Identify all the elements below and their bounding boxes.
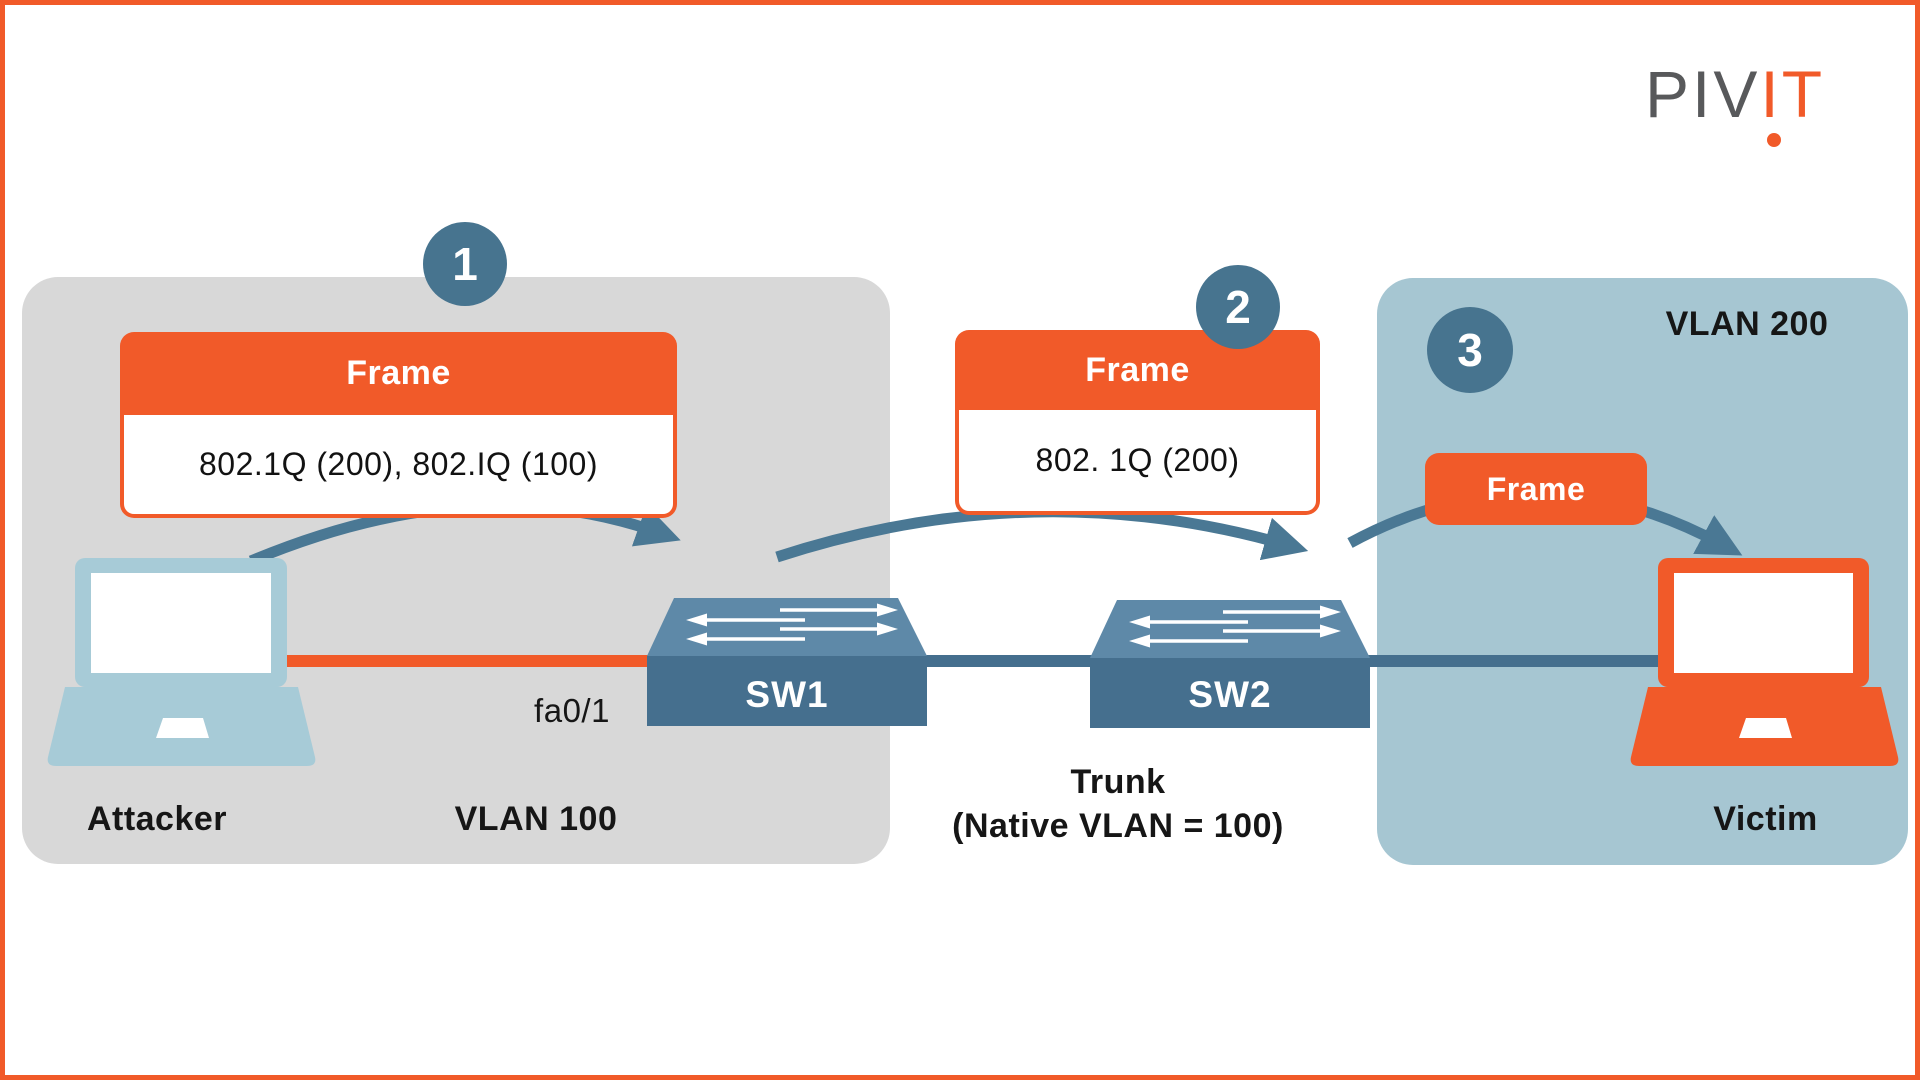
pivit-logo: PIVIT: [1645, 61, 1825, 147]
step-badge-1: 1: [423, 222, 507, 306]
trunk-label-line2: (Native VLAN = 100): [952, 807, 1284, 845]
logo-dot-icon: [1767, 133, 1781, 147]
frame1-body: 802.1Q (200), 802.IQ (100): [120, 415, 677, 518]
trunk-label: Trunk (Native VLAN = 100): [903, 760, 1333, 848]
vlan100-label: VLAN 100: [454, 800, 618, 838]
step-badge-2: 2: [1196, 265, 1280, 349]
step-badge-3: 3: [1427, 307, 1513, 393]
link-sw2-victim: [1360, 655, 1670, 667]
frame2-header: Frame: [955, 330, 1320, 410]
link-attacker-sw1: [275, 655, 655, 667]
attacker-label: Attacker: [86, 800, 228, 838]
sw2-label: SW2: [1188, 674, 1272, 715]
frame-box-double-tagged: Frame 802.1Q (200), 802.IQ (100): [120, 332, 677, 518]
sw1-label: SW1: [745, 674, 829, 715]
frame-box-single-tagged: Frame 802. 1Q (200): [955, 330, 1320, 515]
vlan200-label: VLAN 200: [1665, 305, 1829, 343]
port-fa01-label: fa0/1: [534, 692, 610, 729]
link-sw1-sw2-trunk: [915, 655, 1100, 667]
victim-laptop-icon: [1630, 558, 1899, 766]
logo-orange-text: IT: [1760, 57, 1826, 131]
frame-badge-untagged: Frame: [1425, 453, 1647, 525]
frame1-header: Frame: [120, 332, 677, 415]
attacker-laptop-icon: [47, 558, 316, 766]
flow-arrow-sw1-to-sw2: [775, 506, 1309, 563]
frame2-body: 802. 1Q (200): [955, 410, 1320, 515]
diagram-graphics: [47, 488, 1899, 766]
logo-gray-text: PIV: [1645, 57, 1761, 131]
victim-label: Victim: [1713, 800, 1818, 838]
trunk-label-line1: Trunk: [1070, 763, 1166, 801]
